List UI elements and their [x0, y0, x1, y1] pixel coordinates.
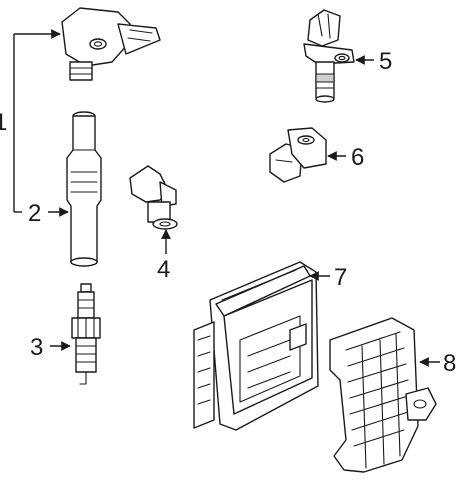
callout-2: 2 — [28, 200, 41, 227]
callout-8: 8 — [443, 350, 456, 377]
knock-sensor — [269, 127, 327, 183]
spark-plug — [71, 283, 101, 385]
engine-control-module — [193, 261, 319, 431]
callout-5: 5 — [379, 48, 392, 75]
callout-6: 6 — [351, 144, 364, 171]
ignition-coil-head — [61, 7, 161, 81]
callout-3: 3 — [30, 334, 43, 361]
module-bracket — [329, 317, 437, 473]
ignition-coil-tube — [66, 111, 102, 267]
cam-position-sensor — [303, 9, 355, 103]
leader-lines — [13, 29, 440, 367]
callout-7: 7 — [334, 264, 347, 291]
callout-4: 4 — [157, 256, 170, 283]
crank-position-sensor — [129, 165, 178, 230]
callout-1: 1 — [0, 109, 7, 136]
